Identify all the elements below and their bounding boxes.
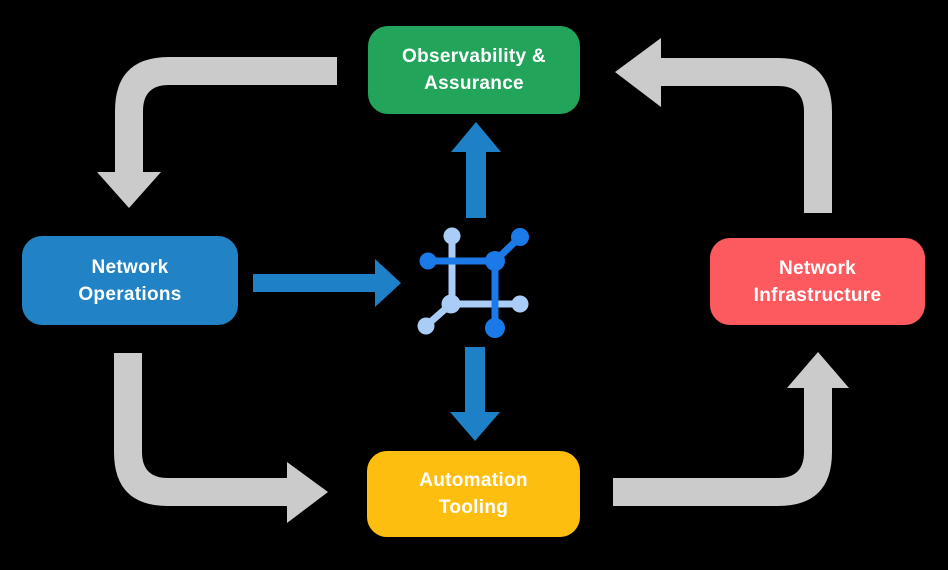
icon-node-light-bottom-left bbox=[417, 317, 435, 335]
node-label-line: Network bbox=[778, 257, 857, 279]
cycle-arrow-infrastructure-to-observability bbox=[615, 38, 832, 213]
flow-arrow-center-to-automation bbox=[450, 347, 500, 441]
node-observability-assurance: Observability & Assurance bbox=[368, 26, 580, 114]
icon-junction-dark bbox=[485, 251, 505, 271]
node-label-line: Infrastructure bbox=[753, 284, 882, 306]
node-label-line: Automation bbox=[419, 470, 528, 491]
node-automation-tooling: Automation Tooling bbox=[367, 451, 580, 537]
network-mesh-icon bbox=[417, 227, 529, 338]
icon-junction-light bbox=[441, 294, 461, 314]
icon-node-light-top bbox=[443, 227, 461, 245]
node-network-infrastructure: Network Infrastructure bbox=[710, 238, 925, 325]
flow-arrow-center-to-observability bbox=[451, 122, 501, 218]
cycle-arrow-operations-to-automation bbox=[114, 353, 328, 523]
icon-node-light-right bbox=[511, 295, 529, 313]
node-label-line: Tooling bbox=[438, 497, 509, 518]
node-label-line: Observability & bbox=[402, 46, 546, 67]
icon-node-dark-top-right bbox=[511, 228, 529, 246]
node-label-line: Assurance bbox=[424, 73, 524, 94]
node-network-operations: Network Operations bbox=[22, 236, 238, 325]
node-label-line: Operations bbox=[78, 283, 182, 305]
flow-arrow-operations-to-center bbox=[253, 259, 401, 307]
node-label-line: Network bbox=[91, 256, 169, 278]
icon-node-dark-left bbox=[419, 252, 437, 270]
cycle-arrow-observability-to-operations bbox=[97, 57, 337, 208]
cycle-arrow-automation-to-infrastructure bbox=[613, 352, 849, 506]
icon-node-dark-bottom bbox=[485, 318, 505, 338]
